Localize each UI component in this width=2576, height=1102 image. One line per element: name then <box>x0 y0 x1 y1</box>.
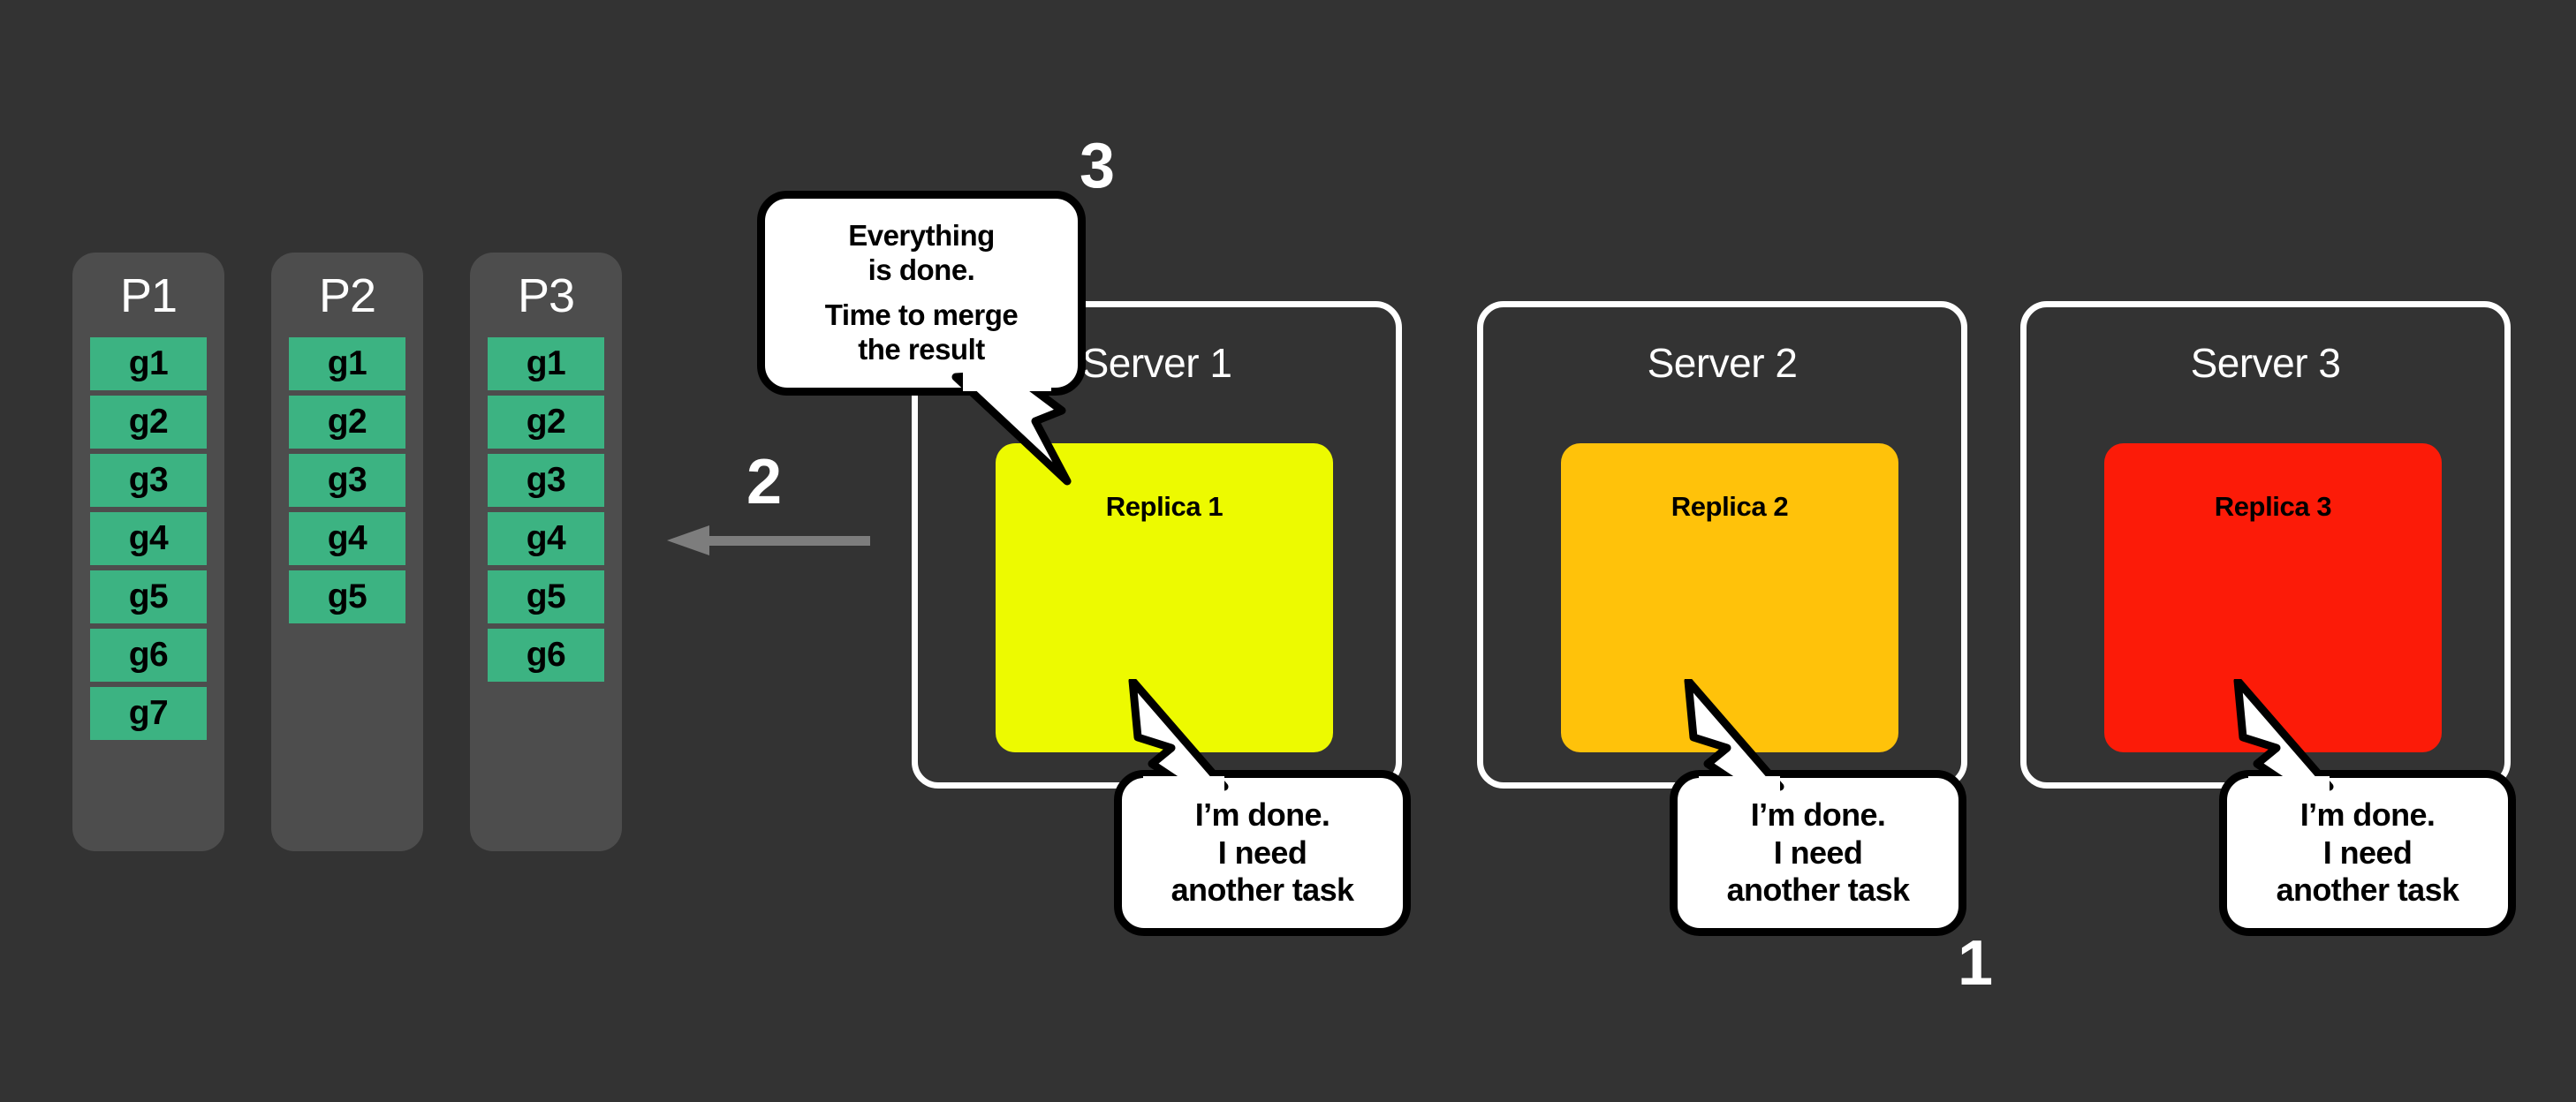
server-2-title: Server 2 <box>1647 340 1798 386</box>
partition-p1[interactable]: P1 g1 g2 g3 g4 g5 g6 g7 <box>72 253 224 851</box>
grain-block[interactable]: g4 <box>488 512 604 565</box>
bubble-line-2: I need <box>1773 834 1863 871</box>
bubble-line-4: the result <box>858 332 985 366</box>
grain-block[interactable]: g7 <box>90 687 207 740</box>
grain-block[interactable]: g1 <box>90 337 207 390</box>
grain-block[interactable]: g6 <box>90 629 207 682</box>
replica-1-label: Replica 1 <box>1105 491 1224 522</box>
partition-group: P1 g1 g2 g3 g4 g5 g6 g7 P2 g1 g2 g3 g4 g… <box>72 253 622 851</box>
flow-arrow-left-icon <box>667 525 870 555</box>
replica-3-label: Replica 3 <box>2214 491 2332 522</box>
partition-p3-title: P3 <box>517 269 575 322</box>
bubble-line-1: I’m done. <box>1194 796 1330 834</box>
grain-block[interactable]: g2 <box>289 396 405 449</box>
speech-bubble-server-3[interactable]: I’m done. I need another task <box>2219 679 2516 936</box>
server-3-title: Server 3 <box>2190 340 2341 386</box>
bubble-line-1: I’m done. <box>1750 796 1886 834</box>
speech-bubble-server-2[interactable]: I’m done. I need another task <box>1670 679 1966 936</box>
bubble-line-3: another task <box>2276 872 2459 909</box>
replica-2-label: Replica 2 <box>1671 491 1789 522</box>
arrow-head-icon <box>667 525 709 555</box>
bubble-line-2: I need <box>2322 834 2413 871</box>
grain-block[interactable]: g6 <box>488 629 604 682</box>
partition-p1-grains: g1 g2 g3 g4 g5 g6 g7 <box>90 337 207 740</box>
arrow-shaft-icon <box>707 536 870 546</box>
bubble-line-3: another task <box>1726 872 1910 909</box>
grain-block[interactable]: g5 <box>488 570 604 623</box>
step-number-1: 1 <box>1958 928 1993 999</box>
partition-p3-grains: g1 g2 g3 g4 g5 g6 <box>488 337 604 682</box>
step-number-2: 2 <box>746 447 782 517</box>
step-number-3: 3 <box>1080 131 1115 201</box>
bubble-line-1: Everything <box>848 219 995 253</box>
server-3[interactable]: Server 3 Replica 3 <box>2020 301 2511 789</box>
partition-p2[interactable]: P2 g1 g2 g3 g4 g5 <box>271 253 423 851</box>
grain-block[interactable]: g1 <box>488 337 604 390</box>
grain-block[interactable]: g3 <box>488 454 604 507</box>
speech-bubble-server-1[interactable]: I’m done. I need another task <box>1114 679 1411 936</box>
bubble-line-2: I need <box>1217 834 1307 871</box>
speech-bubble-tail-icon <box>2233 679 2334 794</box>
grain-block[interactable]: g4 <box>90 512 207 565</box>
speech-bubble-tail-icon <box>1128 679 1229 794</box>
grain-block[interactable]: g2 <box>90 396 207 449</box>
bubble-line-2: is done. <box>868 253 975 287</box>
speech-bubble-tail-icon <box>951 372 1072 486</box>
bubble-line-3: Time to merge <box>824 298 1019 331</box>
grain-block[interactable]: g4 <box>289 512 405 565</box>
grain-block[interactable]: g1 <box>289 337 405 390</box>
grain-block[interactable]: g5 <box>289 570 405 623</box>
grain-block[interactable]: g3 <box>90 454 207 507</box>
server-1[interactable]: Server 1 Replica 1 <box>912 301 1402 789</box>
replica-3[interactable]: Replica 3 <box>2104 443 2442 752</box>
partition-p1-title: P1 <box>119 269 178 322</box>
bubble-line-3: another task <box>1171 872 1354 909</box>
grain-block[interactable]: g2 <box>488 396 604 449</box>
speech-bubble-merge[interactable]: Everything is done. Time to merge the re… <box>757 191 1086 486</box>
replica-2[interactable]: Replica 2 <box>1561 443 1898 752</box>
partition-p2-grains: g1 g2 g3 g4 g5 <box>289 337 405 623</box>
replica-1[interactable]: Replica 1 <box>996 443 1333 752</box>
server-1-title: Server 1 <box>1081 340 1232 386</box>
grain-block[interactable]: g5 <box>90 570 207 623</box>
speech-bubble-tail-icon <box>1684 679 1784 794</box>
grain-block[interactable]: g3 <box>289 454 405 507</box>
partition-p3[interactable]: P3 g1 g2 g3 g4 g5 g6 <box>470 253 622 851</box>
partition-p2-title: P2 <box>318 269 376 322</box>
bubble-line-1: I’m done. <box>2299 796 2436 834</box>
